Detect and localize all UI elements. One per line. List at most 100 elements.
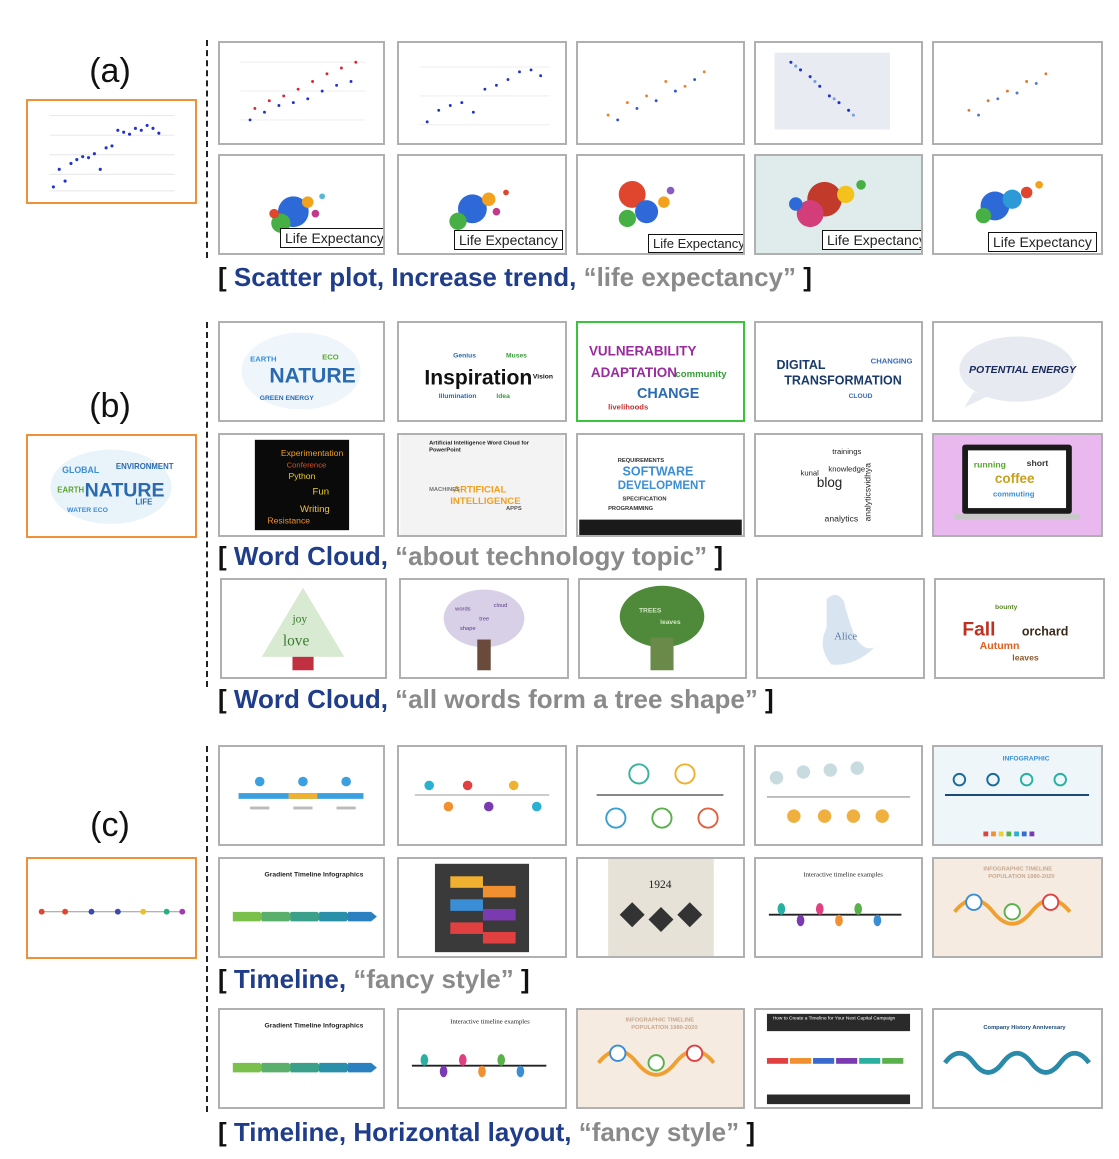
query-image-wordcloud[interactable]: GLOBAL ENVIRONMENT EARTH LIFE WATER ECO … [26, 434, 197, 538]
result-thumb-b3-5[interactable]: Fall orchard Autumn bounty leaves [934, 578, 1105, 679]
change-word: CHANGE [637, 386, 700, 402]
result-thumb-a1-3[interactable] [576, 41, 745, 145]
result-thumb-a2-1[interactable]: Life Expectancy [218, 154, 385, 255]
query-wordcloud: GLOBAL ENVIRONMENT EARTH LIFE WATER ECO … [50, 449, 174, 524]
result-thumb-b2-2[interactable]: Artificial Intelligence Word Cloud for P… [397, 433, 567, 537]
result-thumb-c3-4[interactable]: How to Create a Timeline for Your Next C… [754, 1008, 923, 1109]
svg-text:Idea: Idea [496, 393, 510, 400]
svg-text:Conference: Conference [287, 461, 327, 470]
query-image-timeline[interactable] [26, 857, 197, 959]
svg-text:short: short [1027, 458, 1049, 468]
vulnerability-word: VULNERABILITY [589, 344, 697, 359]
caption-bracket-open: [ [218, 541, 234, 571]
life-expectancy-label: Life Expectancy [454, 230, 563, 250]
svg-text:cloud: cloud [494, 603, 508, 609]
autumn-word: Autumn [980, 640, 1020, 652]
svg-text:Vision: Vision [533, 374, 553, 381]
timeline-thumb: Interactive timeline examples [411, 1018, 547, 1078]
query-timeline [38, 908, 186, 915]
caption-a1: [ Scatter plot, Increase trend, “life ex… [218, 262, 812, 293]
result-thumb-c3-5[interactable]: Company History Anniversary [932, 1008, 1103, 1109]
result-thumb-b1-1[interactable]: EARTH ECO GREEN ENERGY NATURE [218, 321, 385, 422]
joy-word: joy [291, 613, 307, 625]
svg-text:commuting: commuting [993, 490, 1035, 499]
caption-c2: [ Timeline, Horizontal layout, “fancy st… [218, 1117, 755, 1148]
wordcloud-thumb: Experimentation Conference Python Fun Wr… [254, 439, 350, 531]
result-thumb-a2-5[interactable]: Life Expectancy [932, 154, 1103, 255]
svg-text:GREEN ENERGY: GREEN ENERGY [260, 395, 315, 402]
result-thumb-a2-4[interactable]: Life Expectancy [754, 154, 923, 255]
adaptation-word: ADAPTATION [591, 365, 677, 380]
result-thumb-a1-4[interactable] [754, 41, 923, 145]
result-thumb-a1-2[interactable] [397, 41, 567, 145]
panel-label-b: (b) [89, 387, 131, 425]
caption-bracket-close: ] [796, 262, 812, 292]
result-thumb-c3-1[interactable]: Gradient Timeline Infographics [218, 1008, 385, 1109]
tree-wordcloud-thumb: Alice [822, 594, 875, 665]
wordcloud-thumb: POTENTIAL ENERGY [959, 336, 1077, 408]
result-thumb-b2-3[interactable]: SOFTWARE DEVELOPMENT REQUIREMENTS SPECIF… [576, 433, 745, 537]
caption-bracket-close: ] [513, 964, 530, 994]
result-thumb-c2-3[interactable]: 1924 [576, 857, 745, 958]
query-image-scatter[interactable] [26, 99, 197, 204]
ai-word-cloud-title: Artificial Intelligence Word Cloud for P… [429, 440, 530, 454]
svg-text:INTELLIGENCE: INTELLIGENCE [450, 496, 521, 507]
timeline-thumb: 1924 [608, 859, 714, 956]
result-thumb-b3-4[interactable]: Alice [756, 578, 925, 679]
timeline-thumb: INFOGRAPHIC TIMELINE POPULATION 1980-202… [953, 867, 1072, 926]
svg-text:analyticsvidhya: analyticsvidhya [863, 463, 873, 522]
result-thumb-b2-5[interactable]: running short coffee commuting [932, 433, 1103, 537]
result-thumb-a2-3[interactable]: Life Expectancy [576, 154, 745, 255]
result-thumb-a1-1[interactable] [218, 41, 385, 145]
result-thumb-a2-2[interactable]: Life Expectancy [397, 154, 567, 255]
caption-bracket-close: ] [739, 1117, 755, 1147]
scatter-thumb [240, 60, 366, 122]
life-expectancy-label: Life Expectancy [988, 232, 1097, 252]
result-thumb-a1-5[interactable] [932, 41, 1103, 145]
nature-word: NATURE [85, 480, 165, 502]
timeline-thumb: INFOGRAPHIC [944, 755, 1090, 837]
timeline-thumb: Interactive timeline examples [768, 871, 902, 927]
svg-text:Fun: Fun [313, 487, 330, 498]
software-word: SOFTWARE [623, 464, 694, 478]
caption-bracket-open: [ [218, 964, 234, 994]
result-thumb-b1-3[interactable]: VULNERABILITY ADAPTATION CHANGE communit… [576, 321, 745, 422]
result-thumb-c2-1[interactable]: Gradient Timeline Infographics [218, 857, 385, 958]
caption-keywords: Scatter plot, Increase trend, [233, 262, 577, 292]
result-thumb-c1-1[interactable] [218, 745, 385, 846]
result-thumb-b3-1[interactable]: joy love [220, 578, 387, 679]
svg-text:GLOBAL: GLOBAL [62, 465, 100, 475]
caption-keywords: Timeline, Horizontal layout, [233, 1117, 572, 1147]
population-subtitle: POPULATION 1980-2020 [988, 874, 1054, 880]
result-thumb-b2-1[interactable]: Experimentation Conference Python Fun Wr… [218, 433, 385, 537]
love-word: love [283, 632, 310, 649]
result-thumb-c3-3[interactable]: INFOGRAPHIC TIMELINE POPULATION 1980-202… [576, 1008, 745, 1109]
result-thumb-c3-2[interactable]: Interactive timeline examples [397, 1008, 567, 1109]
divider-a [206, 40, 208, 258]
result-thumb-c2-4[interactable]: Interactive timeline examples [754, 857, 923, 958]
timeline-thumb [766, 761, 911, 823]
timeline-thumb [414, 780, 550, 812]
result-thumb-c1-2[interactable] [397, 745, 567, 846]
wordcloud-thumb: trainings knowledge blog kunal analytics… [801, 447, 873, 523]
svg-text:leaves: leaves [660, 619, 681, 626]
life-expectancy-label: Life Expectancy [280, 228, 383, 248]
result-thumb-c2-2[interactable] [397, 857, 567, 958]
result-thumb-c2-5[interactable]: INFOGRAPHIC TIMELINE POPULATION 1980-202… [932, 857, 1103, 958]
result-thumb-b1-5[interactable]: POTENTIAL ENERGY [932, 321, 1103, 422]
tree-wordcloud-thumb: joy love [261, 587, 345, 671]
svg-text:tree: tree [479, 616, 489, 622]
result-thumb-c1-3[interactable] [576, 745, 745, 846]
result-thumb-c1-5[interactable]: INFOGRAPHIC [932, 745, 1103, 846]
result-thumb-b1-4[interactable]: DIGITAL TRANSFORMATION CHANGING CLOUD [754, 321, 923, 422]
timeline-thumb: INFOGRAPHIC TIMELINE POPULATION 1980-202… [597, 1018, 716, 1077]
timeline-thumb [434, 863, 530, 953]
caption-bracket-close: ] [757, 684, 774, 714]
result-thumb-b2-4[interactable]: trainings knowledge blog kunal analytics… [754, 433, 923, 537]
result-thumb-b1-2[interactable]: Genius Muses Illumination Idea Vision In… [397, 321, 567, 422]
year-1924-label: 1924 [648, 879, 671, 891]
scatter-thumb [967, 72, 1048, 117]
result-thumb-c1-4[interactable] [754, 745, 923, 846]
